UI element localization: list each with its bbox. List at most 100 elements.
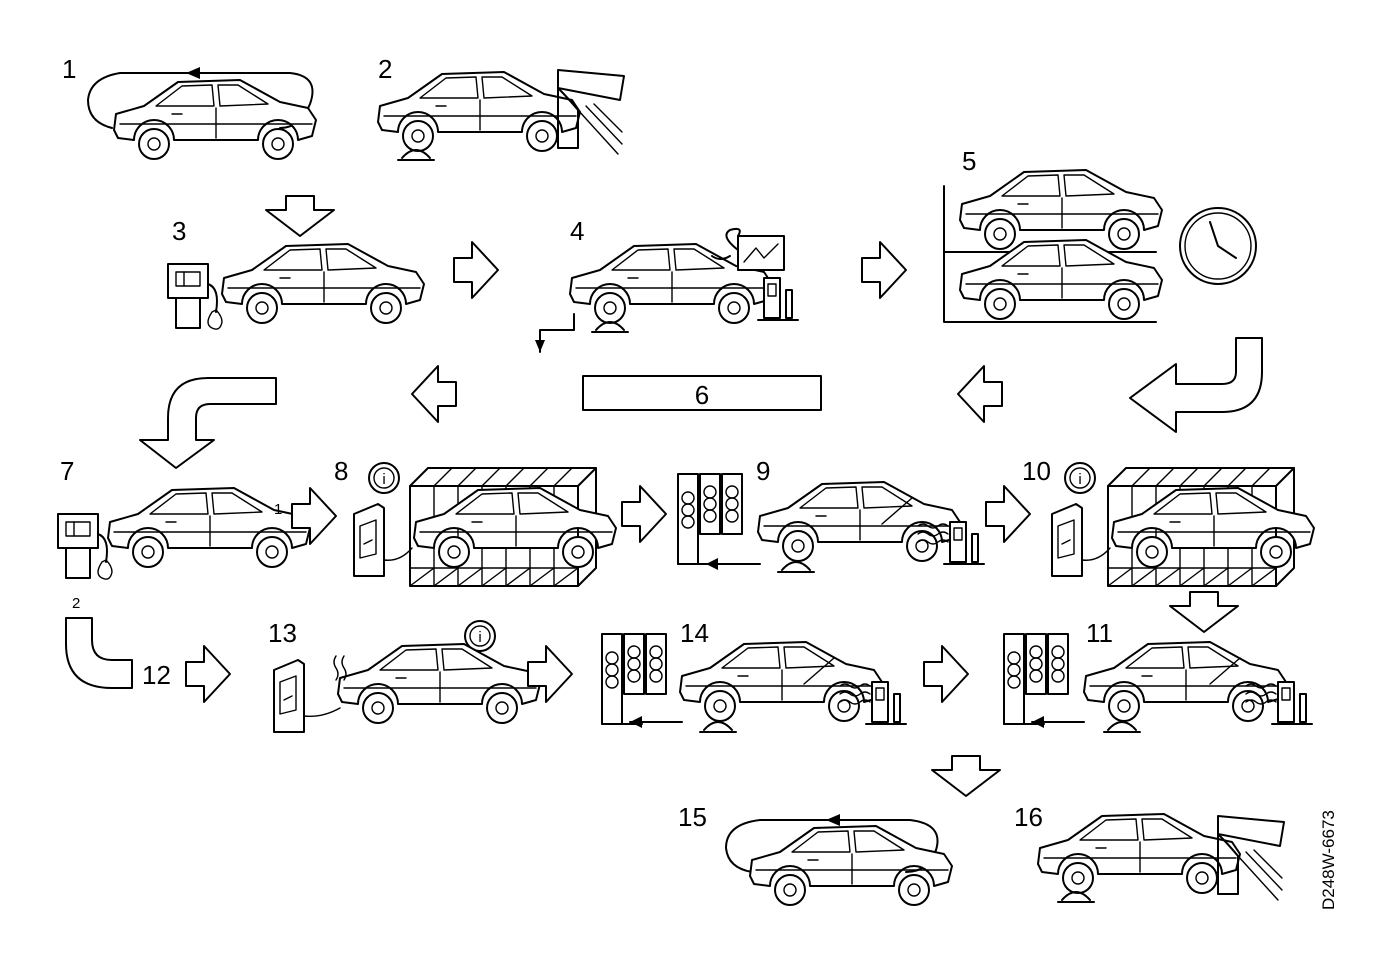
car bbox=[749, 825, 953, 906]
car bbox=[107, 487, 311, 568]
step-7-label: 7 bbox=[60, 456, 74, 486]
step-7: 7 bbox=[57, 456, 311, 581]
flow-arrow-right-icon bbox=[621, 485, 667, 543]
car bbox=[113, 79, 317, 160]
flow-arrow-down-icon bbox=[1169, 591, 1239, 633]
step-2: 2 bbox=[377, 54, 625, 161]
step-6-label: 6 bbox=[695, 380, 709, 410]
step-5: 5 bbox=[943, 146, 1257, 323]
car bbox=[757, 481, 961, 562]
return-arrow-icon bbox=[630, 716, 642, 728]
car bbox=[1111, 487, 1315, 568]
car bbox=[959, 169, 1163, 250]
canister-rack-icon bbox=[677, 473, 743, 565]
car bbox=[1083, 641, 1287, 722]
step-4: 4 bbox=[535, 216, 799, 353]
return-arrow-icon bbox=[1032, 716, 1044, 728]
flow-arrow-left-icon bbox=[411, 365, 457, 423]
flow-arrow-right-icon bbox=[923, 645, 969, 703]
drain-line bbox=[539, 313, 575, 353]
step-11: 11 bbox=[1003, 618, 1313, 733]
step-1-label: 1 bbox=[62, 54, 76, 84]
lift-icon bbox=[699, 721, 737, 733]
step-16: 16 bbox=[1014, 802, 1285, 903]
flow-arrow-right-icon bbox=[985, 485, 1031, 543]
branch-2-label: 2 bbox=[72, 595, 80, 612]
step-4-label: 4 bbox=[570, 216, 584, 246]
branch-1-label: 1 bbox=[274, 501, 282, 518]
step-15-label: 15 bbox=[678, 802, 707, 832]
hood-prop bbox=[881, 497, 913, 525]
car bbox=[377, 71, 581, 152]
elbow-arrow-icon bbox=[65, 617, 133, 689]
svg-text:i: i bbox=[1078, 471, 1081, 488]
svg-text:i: i bbox=[478, 629, 481, 646]
step-16-label: 16 bbox=[1014, 802, 1043, 832]
canister-rack-icon bbox=[601, 633, 667, 725]
step-14: 14 bbox=[601, 618, 907, 733]
clock-icon bbox=[1179, 207, 1257, 285]
step-10-label: 10 bbox=[1022, 456, 1051, 486]
info-icon: i bbox=[464, 620, 496, 652]
info-icon: i bbox=[1064, 462, 1096, 494]
step-14-label: 14 bbox=[680, 618, 709, 648]
tester-icon bbox=[943, 521, 985, 565]
info-icon: i bbox=[368, 462, 400, 494]
flow-arrow-right-icon bbox=[861, 241, 907, 299]
canister-rack-icon bbox=[1003, 633, 1069, 725]
car bbox=[679, 641, 883, 722]
tester-icon bbox=[757, 277, 799, 321]
svg-text:i: i bbox=[382, 471, 385, 488]
flow-arrow-down-icon bbox=[265, 195, 335, 237]
tester-icon bbox=[1271, 681, 1313, 725]
fuel-pump-icon bbox=[167, 263, 223, 331]
step-11-label: 11 bbox=[1086, 618, 1113, 648]
direction-arrow-icon bbox=[186, 67, 200, 79]
diagnostic-cable bbox=[711, 227, 741, 260]
fumes bbox=[333, 655, 347, 681]
step-12-label: 12 bbox=[142, 660, 171, 690]
return-arrow-icon bbox=[706, 558, 718, 570]
tester-icon bbox=[865, 681, 907, 725]
exhaust-machine-icon bbox=[353, 503, 385, 577]
figure-code: D248W-6673 bbox=[1319, 810, 1338, 910]
step-6: 6 bbox=[582, 375, 822, 411]
flow-arrow-right-icon bbox=[185, 645, 231, 703]
step-10: 10 i bbox=[1022, 456, 1315, 587]
car bbox=[221, 243, 425, 324]
hood-prop bbox=[1209, 657, 1241, 685]
step-8: 8 i bbox=[334, 456, 617, 587]
car bbox=[337, 643, 541, 724]
step-3: 3 bbox=[167, 216, 425, 331]
step-9-label: 9 bbox=[756, 456, 770, 486]
flow-arrow-down-icon bbox=[931, 755, 1001, 797]
exhaust-hose bbox=[1081, 547, 1111, 561]
fuel-pump-icon bbox=[57, 513, 113, 581]
curved-arrow-right-icon bbox=[1129, 337, 1263, 433]
step-3-label: 3 bbox=[172, 216, 186, 246]
step-6-box bbox=[582, 375, 822, 411]
flow-arrow-right-icon bbox=[453, 241, 499, 299]
lift-icon bbox=[777, 561, 815, 573]
direction-arrow-icon bbox=[826, 814, 840, 826]
step-5-label: 5 bbox=[962, 146, 976, 176]
exhaust-hose bbox=[303, 707, 341, 718]
step-9: 9 bbox=[677, 456, 985, 573]
step-13-label: 13 bbox=[268, 618, 297, 648]
exhaust-machine-icon bbox=[273, 659, 305, 733]
exhaust-machine-icon bbox=[1051, 503, 1083, 577]
drain-arrow-icon bbox=[535, 340, 545, 352]
flow-arrow-left-icon bbox=[957, 365, 1003, 423]
lift-icon bbox=[1103, 721, 1141, 733]
exhaust-hose bbox=[383, 547, 413, 561]
car bbox=[1037, 813, 1241, 894]
step-13: 13 i bbox=[268, 618, 541, 733]
step-8-label: 8 bbox=[334, 456, 348, 486]
hood-prop bbox=[803, 657, 835, 685]
step-15: 15 bbox=[678, 802, 953, 906]
scan-tool-screen bbox=[737, 235, 785, 271]
curved-arrow-down-icon bbox=[139, 377, 277, 469]
waveform bbox=[743, 243, 779, 263]
car bbox=[413, 487, 617, 568]
